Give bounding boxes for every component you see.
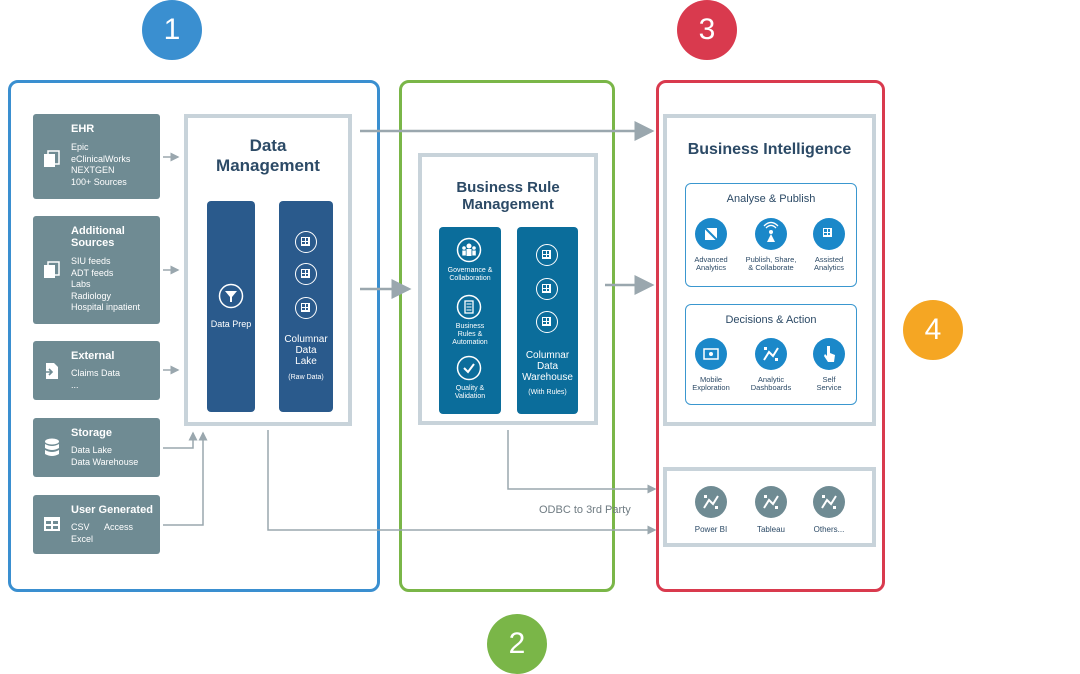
source-external: External Claims Data ... <box>33 341 160 400</box>
publish-share-label: Publish, Share, & Collaborate <box>745 255 797 272</box>
source-items: Epic eClinicalWorks NEXTGEN 100+ Sources <box>71 142 131 187</box>
data-lake-sublabel: (Raw Data) <box>288 374 324 381</box>
warehouse-sublabel: (With Rules) <box>528 389 567 396</box>
source-title: EHR <box>71 123 95 135</box>
source-title: User Generated <box>71 504 153 516</box>
analyse-publish-title: Analyse & Publish <box>726 193 816 205</box>
mobile-exploration-label: Mobile Exploration <box>692 375 730 392</box>
business-intelligence-title: Business Intelligence <box>687 141 852 158</box>
assisted-analytics-icon <box>813 218 845 250</box>
power-bi-label: Power BI <box>694 525 728 534</box>
grid-icon <box>295 297 317 319</box>
others-icon <box>813 486 845 518</box>
assisted-analytics-label: Assisted Analytics <box>813 255 844 272</box>
quality-label: Quality & Validation <box>454 385 486 400</box>
source-items: Data Lake Data Warehouse <box>71 445 139 467</box>
database-icon <box>45 438 59 456</box>
advanced-analytics-icon <box>695 218 727 250</box>
table-icon <box>44 517 60 531</box>
advanced-analytics-label: Advanced Analytics <box>694 255 728 272</box>
zone-data-ingestion <box>8 80 380 592</box>
governance-label: Governance & Collaboration <box>447 267 493 282</box>
zone-business-rules <box>399 80 615 592</box>
warehouse-label: Columnar Data Warehouse <box>522 350 573 383</box>
step-badge-1: 1 <box>142 0 202 60</box>
step-badge-4: 4 <box>903 300 963 360</box>
step-badge-2: 2 <box>487 614 547 674</box>
publish-share-icon <box>755 218 787 250</box>
grid-icon <box>295 263 317 285</box>
funnel-icon <box>218 283 244 309</box>
business-rule-panel: Business Rule Management Governance & Co… <box>418 153 598 425</box>
source-storage: Storage Data Lake Data Warehouse <box>33 418 160 477</box>
decisions-action-panel: Decisions & Action Mobile Exploration An… <box>685 304 857 405</box>
grid-icon <box>536 244 558 266</box>
documents-icon <box>44 261 60 278</box>
source-items-right: Access <box>104 522 134 532</box>
self-service-icon <box>813 338 845 370</box>
tableau-label: Tableau <box>756 525 786 534</box>
zone-business-intelligence <box>656 80 885 592</box>
source-items: Claims Data ... <box>71 368 121 390</box>
source-items-left: CSV Excel <box>71 522 94 544</box>
grid-icon <box>536 278 558 300</box>
source-ehr: EHR Epic eClinicalWorks NEXTGEN 100+ Sou… <box>33 114 160 199</box>
data-management-panel: Data Management Data Prep Columnar Data … <box>184 114 352 426</box>
rules-document-icon <box>456 294 482 320</box>
documents-icon <box>44 150 60 167</box>
source-title: External <box>71 350 115 362</box>
decisions-action-title: Decisions & Action <box>725 314 817 326</box>
data-management-title: Data Management <box>216 136 320 175</box>
source-additional: Additional Sources SIU feeds ADT feeds L… <box>33 216 160 324</box>
grid-icon <box>536 311 558 333</box>
source-title: Additional Sources <box>71 225 125 249</box>
business-rules-label: Business Rules & Automation <box>452 323 488 346</box>
source-user-generated: User Generated CSV Excel Access <box>33 495 160 554</box>
step-badge-3: 3 <box>677 0 737 60</box>
business-intelligence-panel: Business Intelligence Analyse & Publish … <box>663 114 876 426</box>
source-items: SIU feeds ADT feeds Labs Radiology Hospi… <box>71 256 141 312</box>
business-rule-title: Business Rule Management <box>456 179 560 213</box>
analytic-dashboards-label: Analytic Dashboards <box>750 375 792 392</box>
tableau-icon <box>755 486 787 518</box>
grid-icon <box>295 231 317 253</box>
source-title: Storage <box>71 427 112 439</box>
rules-column: Governance & Collaboration Business Rule… <box>439 227 501 414</box>
file-import-icon <box>44 363 58 379</box>
warehouse-column: Columnar Data Warehouse (With Rules) <box>517 227 578 414</box>
analyse-publish-panel: Analyse & Publish Advanced Analytics Pub… <box>685 183 857 287</box>
data-lake-column: Columnar Data Lake (Raw Data) <box>279 201 333 412</box>
self-service-label: Self Service <box>816 375 842 392</box>
third-party-panel: Power BI Tableau Others... <box>663 467 876 547</box>
checkmark-icon <box>456 355 482 381</box>
analytic-dashboards-icon <box>755 338 787 370</box>
power-bi-icon <box>695 486 727 518</box>
others-label: Others... <box>813 525 845 534</box>
people-icon <box>456 237 482 263</box>
data-lake-label: Columnar Data Lake <box>284 334 328 367</box>
odbc-label: ODBC to 3rd Party <box>539 504 631 516</box>
mobile-exploration-icon <box>695 338 727 370</box>
data-prep-label: Data Prep <box>210 319 252 329</box>
data-prep-column: Data Prep <box>207 201 255 412</box>
